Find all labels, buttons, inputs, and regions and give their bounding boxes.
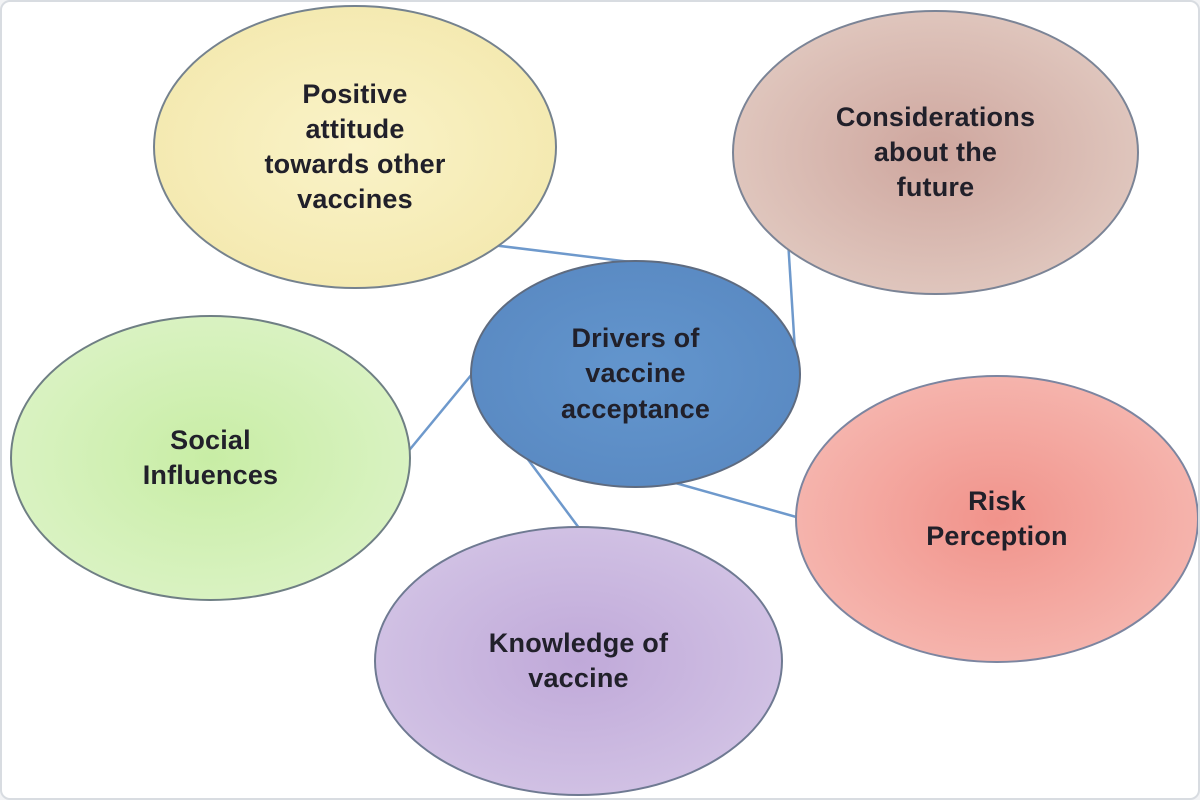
node-risk-perception: Risk Perception (795, 375, 1198, 663)
node-positive-attitude-label: Positive attitude towards other vaccines (264, 78, 446, 215)
node-considerations-about-future: Considerations about the future (732, 10, 1139, 295)
node-social-influences: Social Influences (10, 315, 411, 601)
node-drivers-label: Drivers of vaccine acceptance (560, 323, 711, 424)
node-knowledge-label: Knowledge of vaccine (488, 627, 669, 693)
node-social-influences-label: Social Influences (142, 424, 279, 490)
node-drivers-of-vaccine-acceptance: Drivers of vaccine acceptance (470, 260, 801, 488)
node-risk-perception-label: Risk Perception (926, 485, 1068, 551)
node-positive-attitude: Positive attitude towards other vaccines (153, 5, 557, 289)
node-knowledge-of-vaccine: Knowledge of vaccine (374, 526, 783, 796)
node-considerations-label: Considerations about the future (835, 101, 1036, 203)
